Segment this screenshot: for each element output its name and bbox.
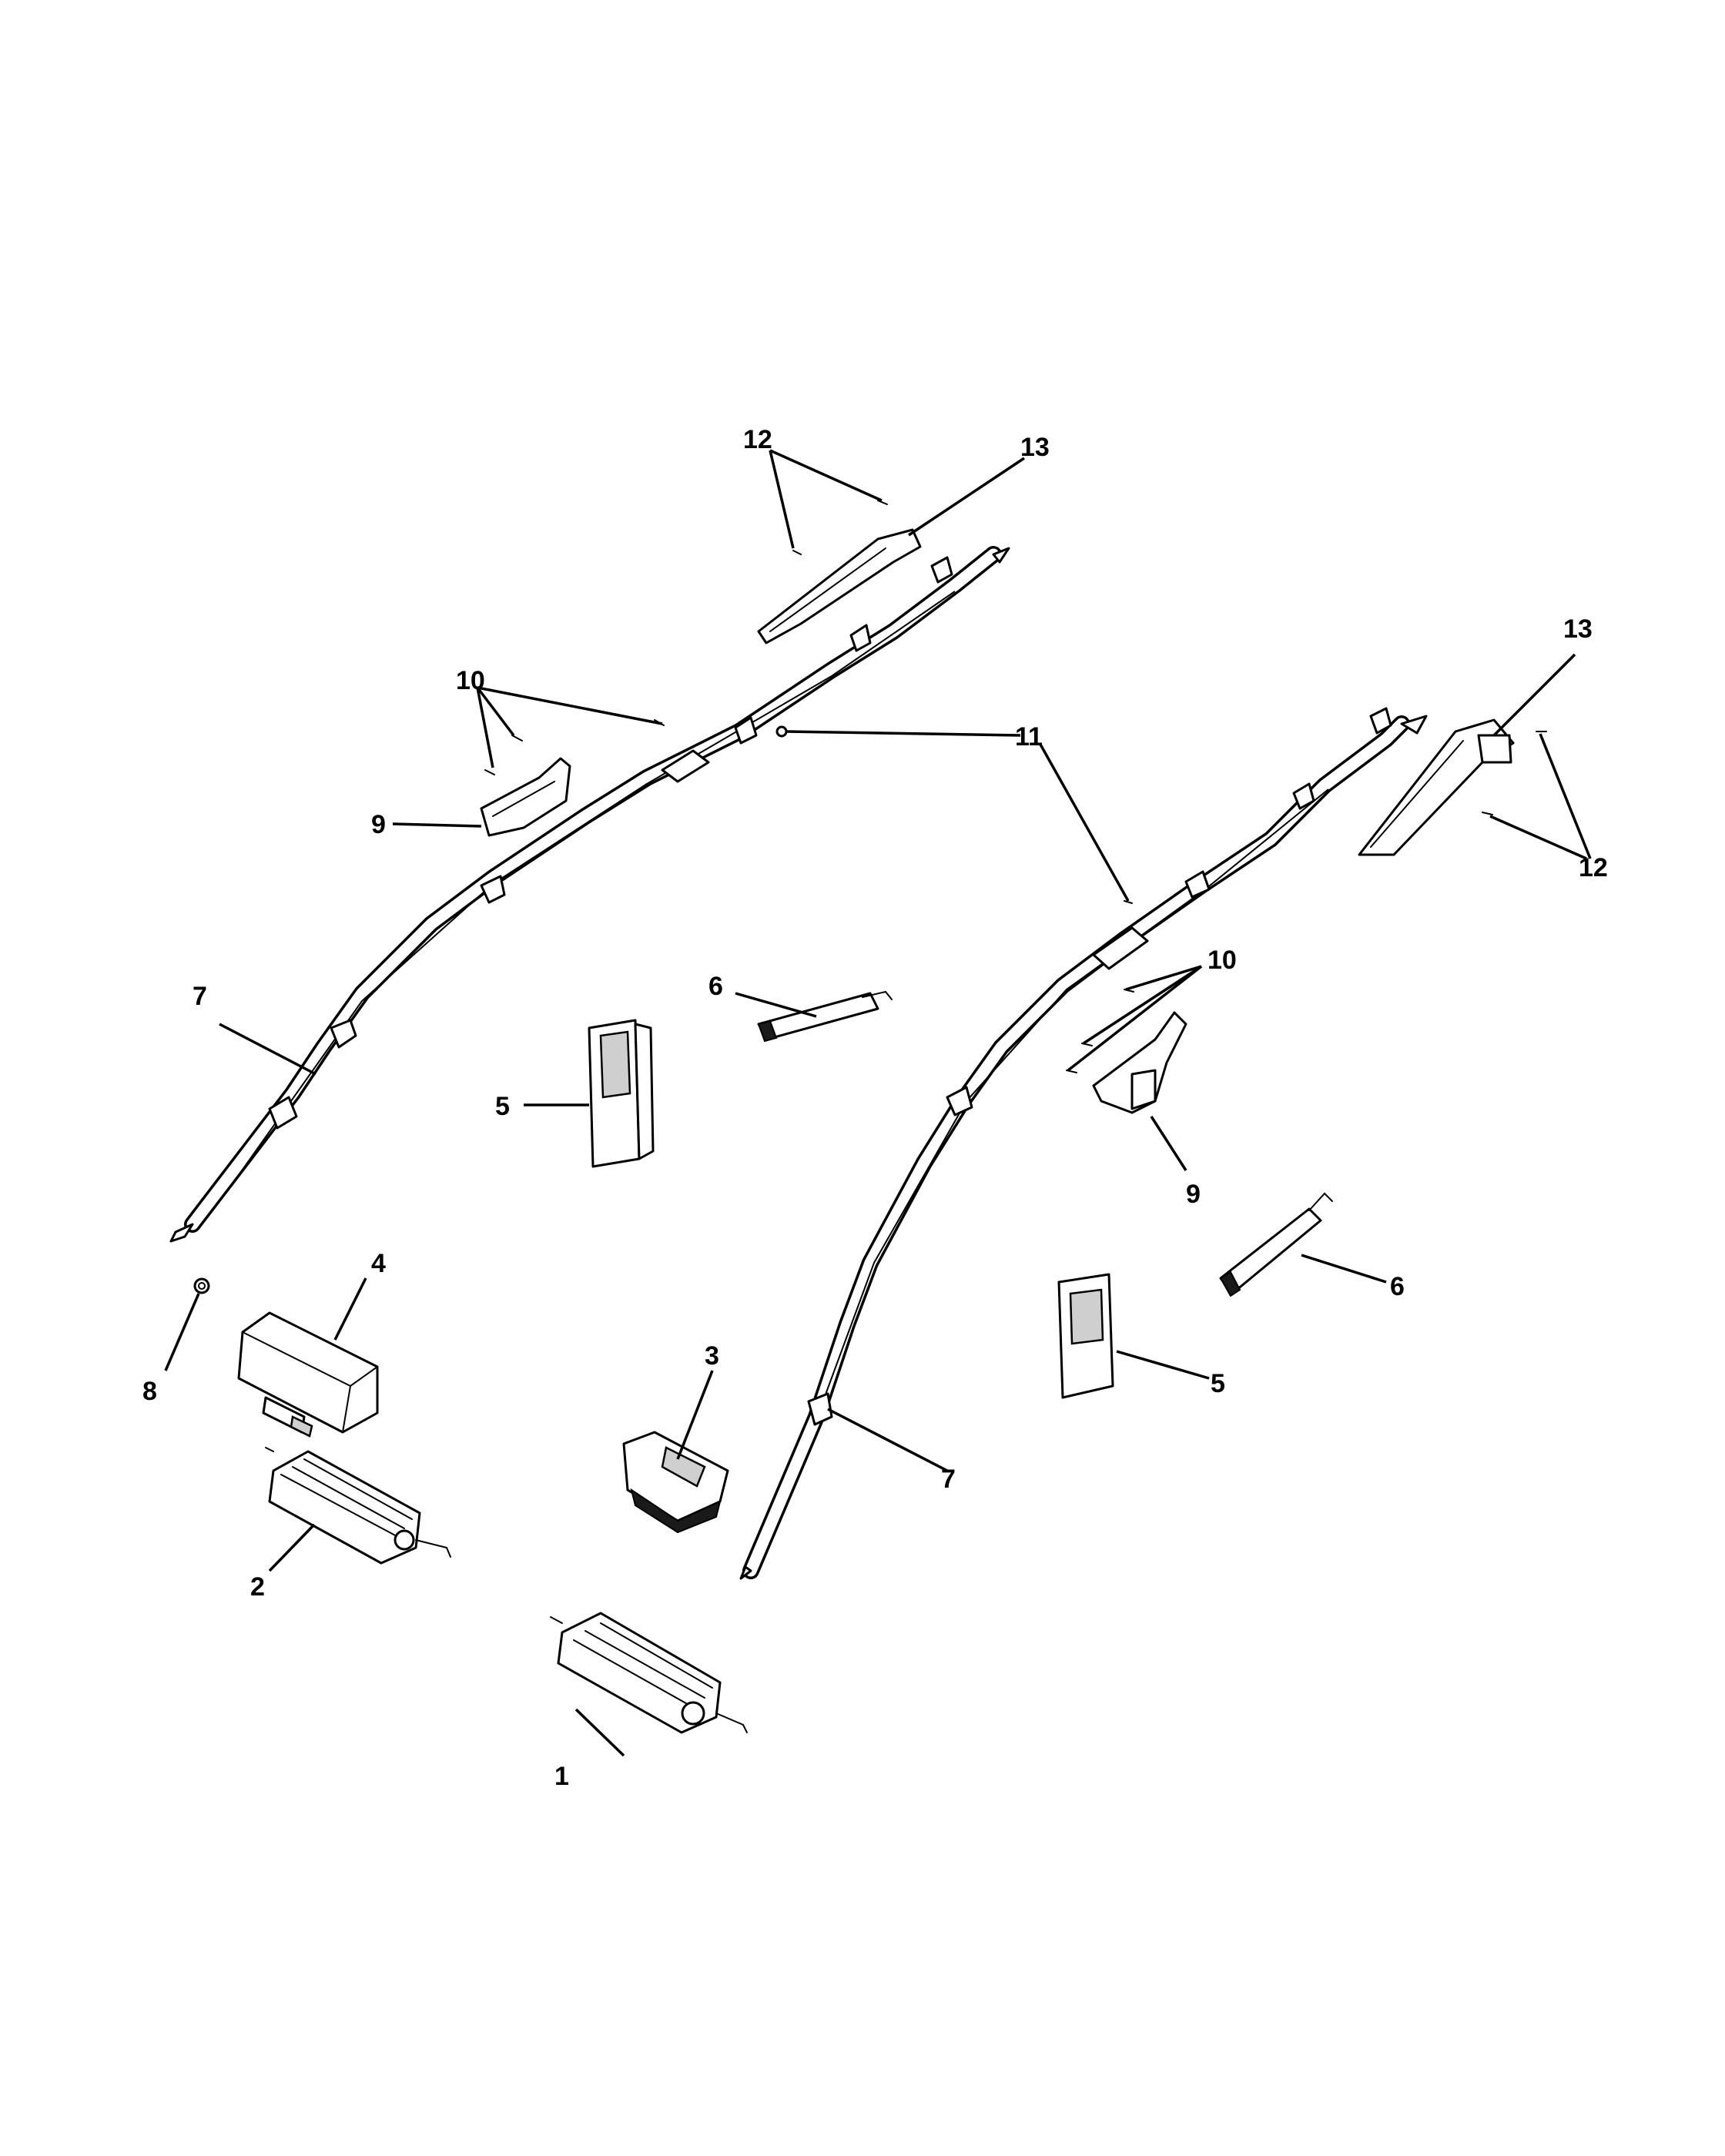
part-13-left-bracket [757, 528, 922, 644]
left-curtain-airbag [169, 546, 1010, 1243]
part-3-side-airbag [622, 1431, 729, 1534]
callout-13-left: 13 [1020, 433, 1050, 462]
part-8-nut [193, 1277, 210, 1294]
part-9-right-bracket [1092, 1011, 1187, 1114]
callout-9-right: 9 [1186, 1180, 1201, 1209]
callout-2: 2 [250, 1572, 265, 1602]
callout-5-right: 5 [1211, 1369, 1225, 1398]
callout-labels: 1 2 3 4 5 5 6 6 7 7 8 9 9 10 10 11 12 12… [142, 425, 1608, 1791]
part-5-right-module [1057, 1273, 1114, 1399]
right-curtain-airbag [739, 707, 1428, 1580]
part-4-passenger-airbag [237, 1311, 379, 1438]
part-2-knee-airbag [265, 1447, 451, 1565]
callout-3: 3 [705, 1341, 719, 1371]
callout-10-right: 10 [1208, 946, 1237, 975]
callout-12-left: 12 [743, 425, 772, 454]
part-9-left-bracket [480, 757, 571, 837]
part-13-right-bracket [1358, 718, 1515, 856]
callout-10-left: 10 [456, 666, 485, 695]
part-1-driver-airbag [550, 1612, 748, 1734]
part-5-left-module [588, 1019, 655, 1168]
callout-12-right: 12 [1579, 853, 1608, 882]
callout-7-left: 7 [193, 982, 207, 1011]
callout-4: 4 [371, 1249, 386, 1278]
callout-8: 8 [142, 1377, 157, 1406]
callout-7-right: 7 [941, 1465, 956, 1494]
callout-11: 11 [1015, 722, 1043, 752]
callout-5-left: 5 [495, 1092, 510, 1121]
part-6-left-seat-airbag [757, 990, 893, 1043]
callout-6-left: 6 [708, 972, 723, 1001]
callout-9-left: 9 [371, 810, 386, 839]
callout-13-right: 13 [1563, 614, 1593, 644]
callout-6-right: 6 [1390, 1272, 1405, 1301]
part-6-right-seat-airbag [1219, 1192, 1333, 1297]
callout-1: 1 [554, 1762, 569, 1791]
leader-lines [164, 449, 1592, 1757]
